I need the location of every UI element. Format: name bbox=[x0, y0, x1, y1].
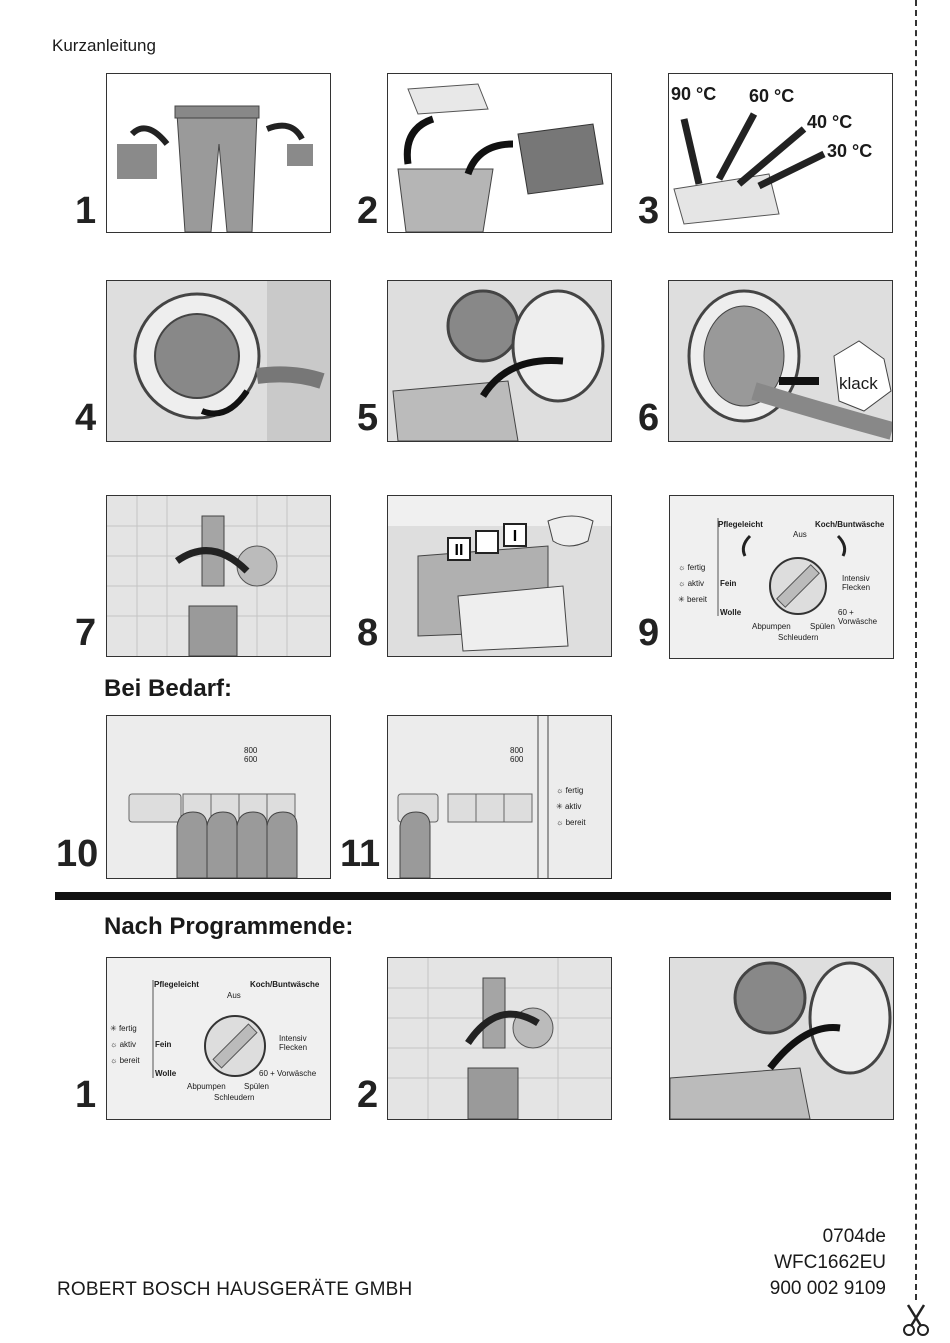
doc-code-model: WFC1662EU bbox=[774, 1252, 886, 1273]
step-1-illustration bbox=[106, 73, 331, 233]
status-fertig: ☼ fertig bbox=[678, 563, 706, 572]
schleudern-label: Schleudern bbox=[778, 633, 819, 642]
fein-label: Fein bbox=[720, 579, 737, 588]
dial-title-right: Koch/Buntwäsche bbox=[815, 520, 885, 529]
step-6-illustration: klack bbox=[668, 280, 893, 442]
step-number: 1 bbox=[75, 1074, 97, 1116]
spin-800: 800 bbox=[244, 746, 258, 755]
step-2-illustration bbox=[387, 73, 612, 233]
nach-programmende-heading: Nach Programmende: bbox=[104, 913, 354, 940]
bei-bedarf-heading: Bei Bedarf: bbox=[104, 675, 233, 702]
step-3-illustration: 90 °C 60 °C 40 °C 30 °C bbox=[668, 73, 893, 233]
dial-title-left: Pflegeleicht bbox=[154, 980, 199, 989]
status-bereit: ☼ bereit bbox=[110, 1056, 140, 1065]
temp-label: 90 °C bbox=[671, 84, 717, 104]
abpumpen-label: Abpumpen bbox=[187, 1082, 226, 1091]
status-fertig: ☼ fertig bbox=[556, 786, 584, 795]
intensiv-label: Intensiv Flecken bbox=[279, 1034, 308, 1052]
klack-label: klack bbox=[839, 374, 878, 393]
page-title: Kurzanleitung bbox=[52, 36, 156, 55]
step-5-illustration bbox=[387, 280, 612, 442]
wolle-label: Wolle bbox=[720, 608, 742, 617]
step-number: 8 bbox=[357, 612, 379, 654]
step-number: 4 bbox=[75, 397, 97, 439]
company-name: ROBERT BOSCH HAUSGERÄTE GMBH bbox=[57, 1279, 413, 1300]
step-11-start-button: 800 600 ☼ fertig ✳ aktiv ☼ bereit bbox=[387, 715, 612, 879]
cut-line bbox=[915, 0, 917, 1300]
temp-label: 30 °C bbox=[827, 141, 873, 161]
svg-text:II: II bbox=[455, 542, 464, 559]
wolle-label: Wolle bbox=[155, 1069, 177, 1078]
end-step-2-close-tap bbox=[387, 957, 612, 1120]
step-number: 2 bbox=[357, 190, 379, 232]
step-number: 9 bbox=[638, 612, 660, 654]
step-7-illustration bbox=[106, 495, 331, 657]
step-number: 5 bbox=[357, 397, 379, 439]
spin-600: 600 bbox=[510, 755, 524, 764]
temp-label: 40 °C bbox=[807, 112, 853, 132]
status-aktiv: ✳ aktiv bbox=[556, 802, 582, 811]
schleudern-label: Schleudern bbox=[214, 1093, 255, 1102]
status-bereit: ☼ bereit bbox=[556, 818, 586, 827]
step-8-illustration: II I bbox=[387, 495, 612, 657]
vorwaesche-label: 60 + Vorwäsche bbox=[838, 608, 878, 626]
dial-title-left: Pflegeleicht bbox=[718, 520, 763, 529]
doc-code-number: 900 002 9109 bbox=[769, 1278, 886, 1299]
fein-label: Fein bbox=[155, 1040, 172, 1049]
step-number: 2 bbox=[357, 1074, 379, 1116]
spuelen-label: Spülen bbox=[810, 622, 835, 631]
status-bereit: ✳ bereit bbox=[678, 595, 707, 604]
step-number: 11 bbox=[340, 833, 381, 875]
document-codes: 0704de WFC1662EU 900 002 9109 bbox=[770, 1224, 886, 1302]
temp-label: 60 °C bbox=[749, 86, 795, 106]
section-divider bbox=[55, 892, 891, 900]
abpumpen-label: Abpumpen bbox=[752, 622, 791, 631]
step-number: 6 bbox=[638, 397, 660, 439]
doc-code-lang: 0704de bbox=[822, 1226, 886, 1247]
intensiv-label: Intensiv Flecken bbox=[842, 574, 871, 592]
end-step-3-unload bbox=[669, 957, 894, 1120]
step-number: 10 bbox=[56, 833, 99, 875]
step-number: 1 bbox=[75, 190, 97, 232]
status-aktiv: ☼ aktiv bbox=[678, 579, 705, 588]
scissors-icon bbox=[903, 1304, 929, 1336]
dial-title-right: Koch/Buntwäsche bbox=[250, 980, 320, 989]
step-number: 7 bbox=[75, 612, 97, 654]
step-4-illustration bbox=[106, 280, 331, 442]
step-9-program-dial: Pflegeleicht Koch/Buntwäsche Aus ☼ ferti… bbox=[669, 495, 894, 659]
dial-off-label: Aus bbox=[793, 530, 807, 539]
spuelen-label: Spülen bbox=[244, 1082, 269, 1091]
step-10-option-buttons: 800 600 bbox=[106, 715, 331, 879]
status-fertig: ✳ fertig bbox=[110, 1024, 137, 1033]
spin-600: 600 bbox=[244, 755, 258, 764]
status-aktiv: ☼ aktiv bbox=[110, 1040, 137, 1049]
end-step-1-dial: Pflegeleicht Koch/Buntwäsche Aus ✳ ferti… bbox=[106, 957, 331, 1120]
vorwaesche-label: 60 + Vorwäsche bbox=[259, 1069, 317, 1078]
svg-text:I: I bbox=[513, 528, 517, 545]
dial-off-label: Aus bbox=[227, 991, 241, 1000]
step-number: 3 bbox=[638, 190, 660, 232]
spin-800: 800 bbox=[510, 746, 524, 755]
